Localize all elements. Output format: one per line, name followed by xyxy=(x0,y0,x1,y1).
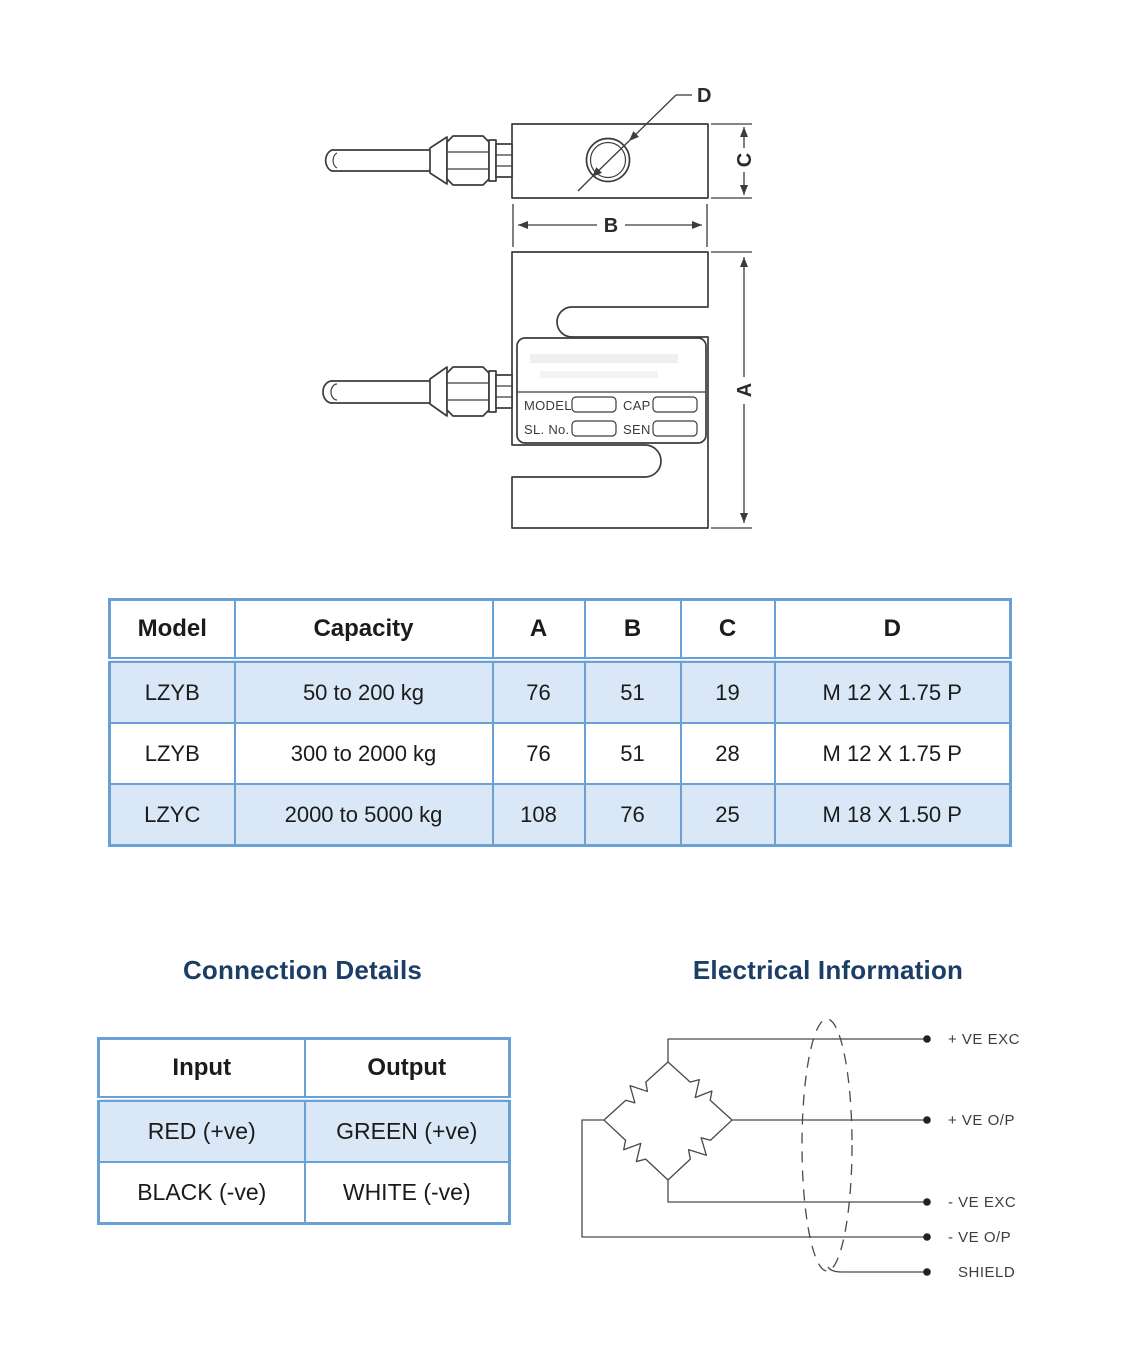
dimension-table-header-row: Model Capacity A B C D xyxy=(108,598,1012,663)
dim-label-a: A xyxy=(734,383,756,397)
cell-a: 108 xyxy=(491,783,586,847)
wiring-circuit-diagram: + VE EXC + VE O/P - VE EXC - VE O/P SHIE… xyxy=(581,1018,1020,1281)
terminal-dot xyxy=(923,1116,931,1124)
plate-serial-box xyxy=(571,420,617,437)
side-view: D C xyxy=(324,85,756,199)
cell-d: M 12 X 1.75 P xyxy=(773,659,1012,724)
col-header-output: Output xyxy=(303,1037,511,1102)
wheatstone-bridge xyxy=(597,1055,739,1187)
load-cell-drawing: D C B MODEL CAP SL. No. SE xyxy=(322,85,756,529)
terminal-label-neg-op: - VE O/P xyxy=(948,1229,1011,1246)
plate-print-smudge xyxy=(530,354,678,363)
dimension-c: C xyxy=(711,123,756,199)
plate-model-label: MODEL xyxy=(524,398,572,413)
cell-c: 28 xyxy=(679,722,776,785)
cell-c: 25 xyxy=(679,783,776,847)
cell-a: 76 xyxy=(491,659,586,724)
cell-capacity: 2000 to 5000 kg xyxy=(233,783,494,847)
col-header-capacity: Capacity xyxy=(233,598,494,663)
plate-cap-box xyxy=(652,396,698,413)
cell-b: 51 xyxy=(583,722,682,785)
threaded-hole-inner xyxy=(589,141,627,179)
cell-c: 19 xyxy=(679,659,776,724)
cell-model: LZYB xyxy=(108,722,236,785)
table-row: LZYC 2000 to 5000 kg 108 76 25 M 18 X 1.… xyxy=(108,783,1012,847)
terminal-labels: + VE EXC + VE O/P - VE EXC - VE O/P SHIE… xyxy=(948,1031,1020,1281)
cell-d: M 18 X 1.50 P xyxy=(773,783,1012,847)
cell-output-negative: WHITE (-ve) xyxy=(303,1161,511,1225)
wire-shield xyxy=(827,1266,927,1273)
dimension-d-leader: D xyxy=(577,85,711,192)
cell-model: LZYC xyxy=(108,783,236,847)
circuit-wires xyxy=(581,1038,927,1273)
cell-b: 51 xyxy=(583,659,682,724)
table-row: BLACK (-ve) WHITE (-ve) xyxy=(97,1161,511,1225)
dim-label-c: C xyxy=(734,153,756,167)
terminal-dot xyxy=(923,1268,931,1276)
terminal-dot xyxy=(923,1198,931,1206)
plate-sen-label: SEN xyxy=(623,422,651,437)
col-header-model: Model xyxy=(108,598,236,663)
cell-input-positive: RED (+ve) xyxy=(97,1098,306,1163)
terminal-label-pos-op: + VE O/P xyxy=(948,1112,1015,1129)
col-header-c: C xyxy=(679,598,776,663)
connection-table: Input Output RED (+ve) GREEN (+ve) BLACK… xyxy=(97,1037,511,1225)
cell-model: LZYB xyxy=(108,659,236,724)
terminal-label-shield: SHIELD xyxy=(958,1264,1015,1281)
dim-label-d: D xyxy=(697,85,711,107)
col-header-d: D xyxy=(773,598,1012,663)
connection-details-title: Connection Details xyxy=(182,955,423,985)
cell-a: 76 xyxy=(491,722,586,785)
wire-neg-excitation xyxy=(667,1180,927,1203)
cell-b: 76 xyxy=(583,783,682,847)
cell-capacity: 300 to 2000 kg xyxy=(233,722,494,785)
col-header-a: A xyxy=(491,598,586,663)
dimension-b: B xyxy=(512,204,708,247)
terminal-label-neg-exc: - VE EXC xyxy=(948,1194,1016,1211)
dimension-table: Model Capacity A B C D LZYB 50 to 200 kg… xyxy=(108,598,1012,847)
front-view: MODEL CAP SL. No. SEN A xyxy=(322,251,756,529)
dimension-a: A xyxy=(711,251,756,529)
cable-shield-ellipse xyxy=(801,1018,853,1272)
connection-table-header-row: Input Output xyxy=(97,1037,511,1102)
wire-neg-output xyxy=(581,1119,927,1238)
threaded-hole-outer xyxy=(585,137,631,183)
plate-model-box xyxy=(571,396,617,413)
terminal-dot xyxy=(923,1233,931,1241)
label-plate: MODEL CAP SL. No. SEN xyxy=(516,337,707,444)
col-header-b: B xyxy=(583,598,682,663)
cell-output-positive: GREEN (+ve) xyxy=(303,1098,511,1163)
terminal-label-pos-exc: + VE EXC xyxy=(948,1031,1020,1048)
terminal-dots xyxy=(923,1035,931,1276)
plate-print-smudge xyxy=(540,371,658,378)
dim-label-b: B xyxy=(604,215,618,237)
cell-input-negative: BLACK (-ve) xyxy=(97,1161,306,1225)
terminal-dot xyxy=(923,1035,931,1043)
electrical-information-title: Electrical Information xyxy=(692,955,964,985)
plate-sen-box xyxy=(652,420,698,437)
col-header-input: Input xyxy=(97,1037,306,1102)
plate-cap-label: CAP xyxy=(623,398,651,413)
table-row: LZYB 300 to 2000 kg 76 51 28 M 12 X 1.75… xyxy=(108,722,1012,785)
cable-gland-side xyxy=(324,135,513,186)
plate-serial-label: SL. No. xyxy=(524,422,569,437)
cable-gland-front xyxy=(322,366,513,417)
wire-pos-excitation xyxy=(667,1038,927,1062)
side-view-body xyxy=(511,123,709,199)
table-row: LZYB 50 to 200 kg 76 51 19 M 12 X 1.75 P xyxy=(108,659,1012,724)
cell-capacity: 50 to 200 kg xyxy=(233,659,494,724)
cell-d: M 12 X 1.75 P xyxy=(773,722,1012,785)
table-row: RED (+ve) GREEN (+ve) xyxy=(97,1098,511,1163)
